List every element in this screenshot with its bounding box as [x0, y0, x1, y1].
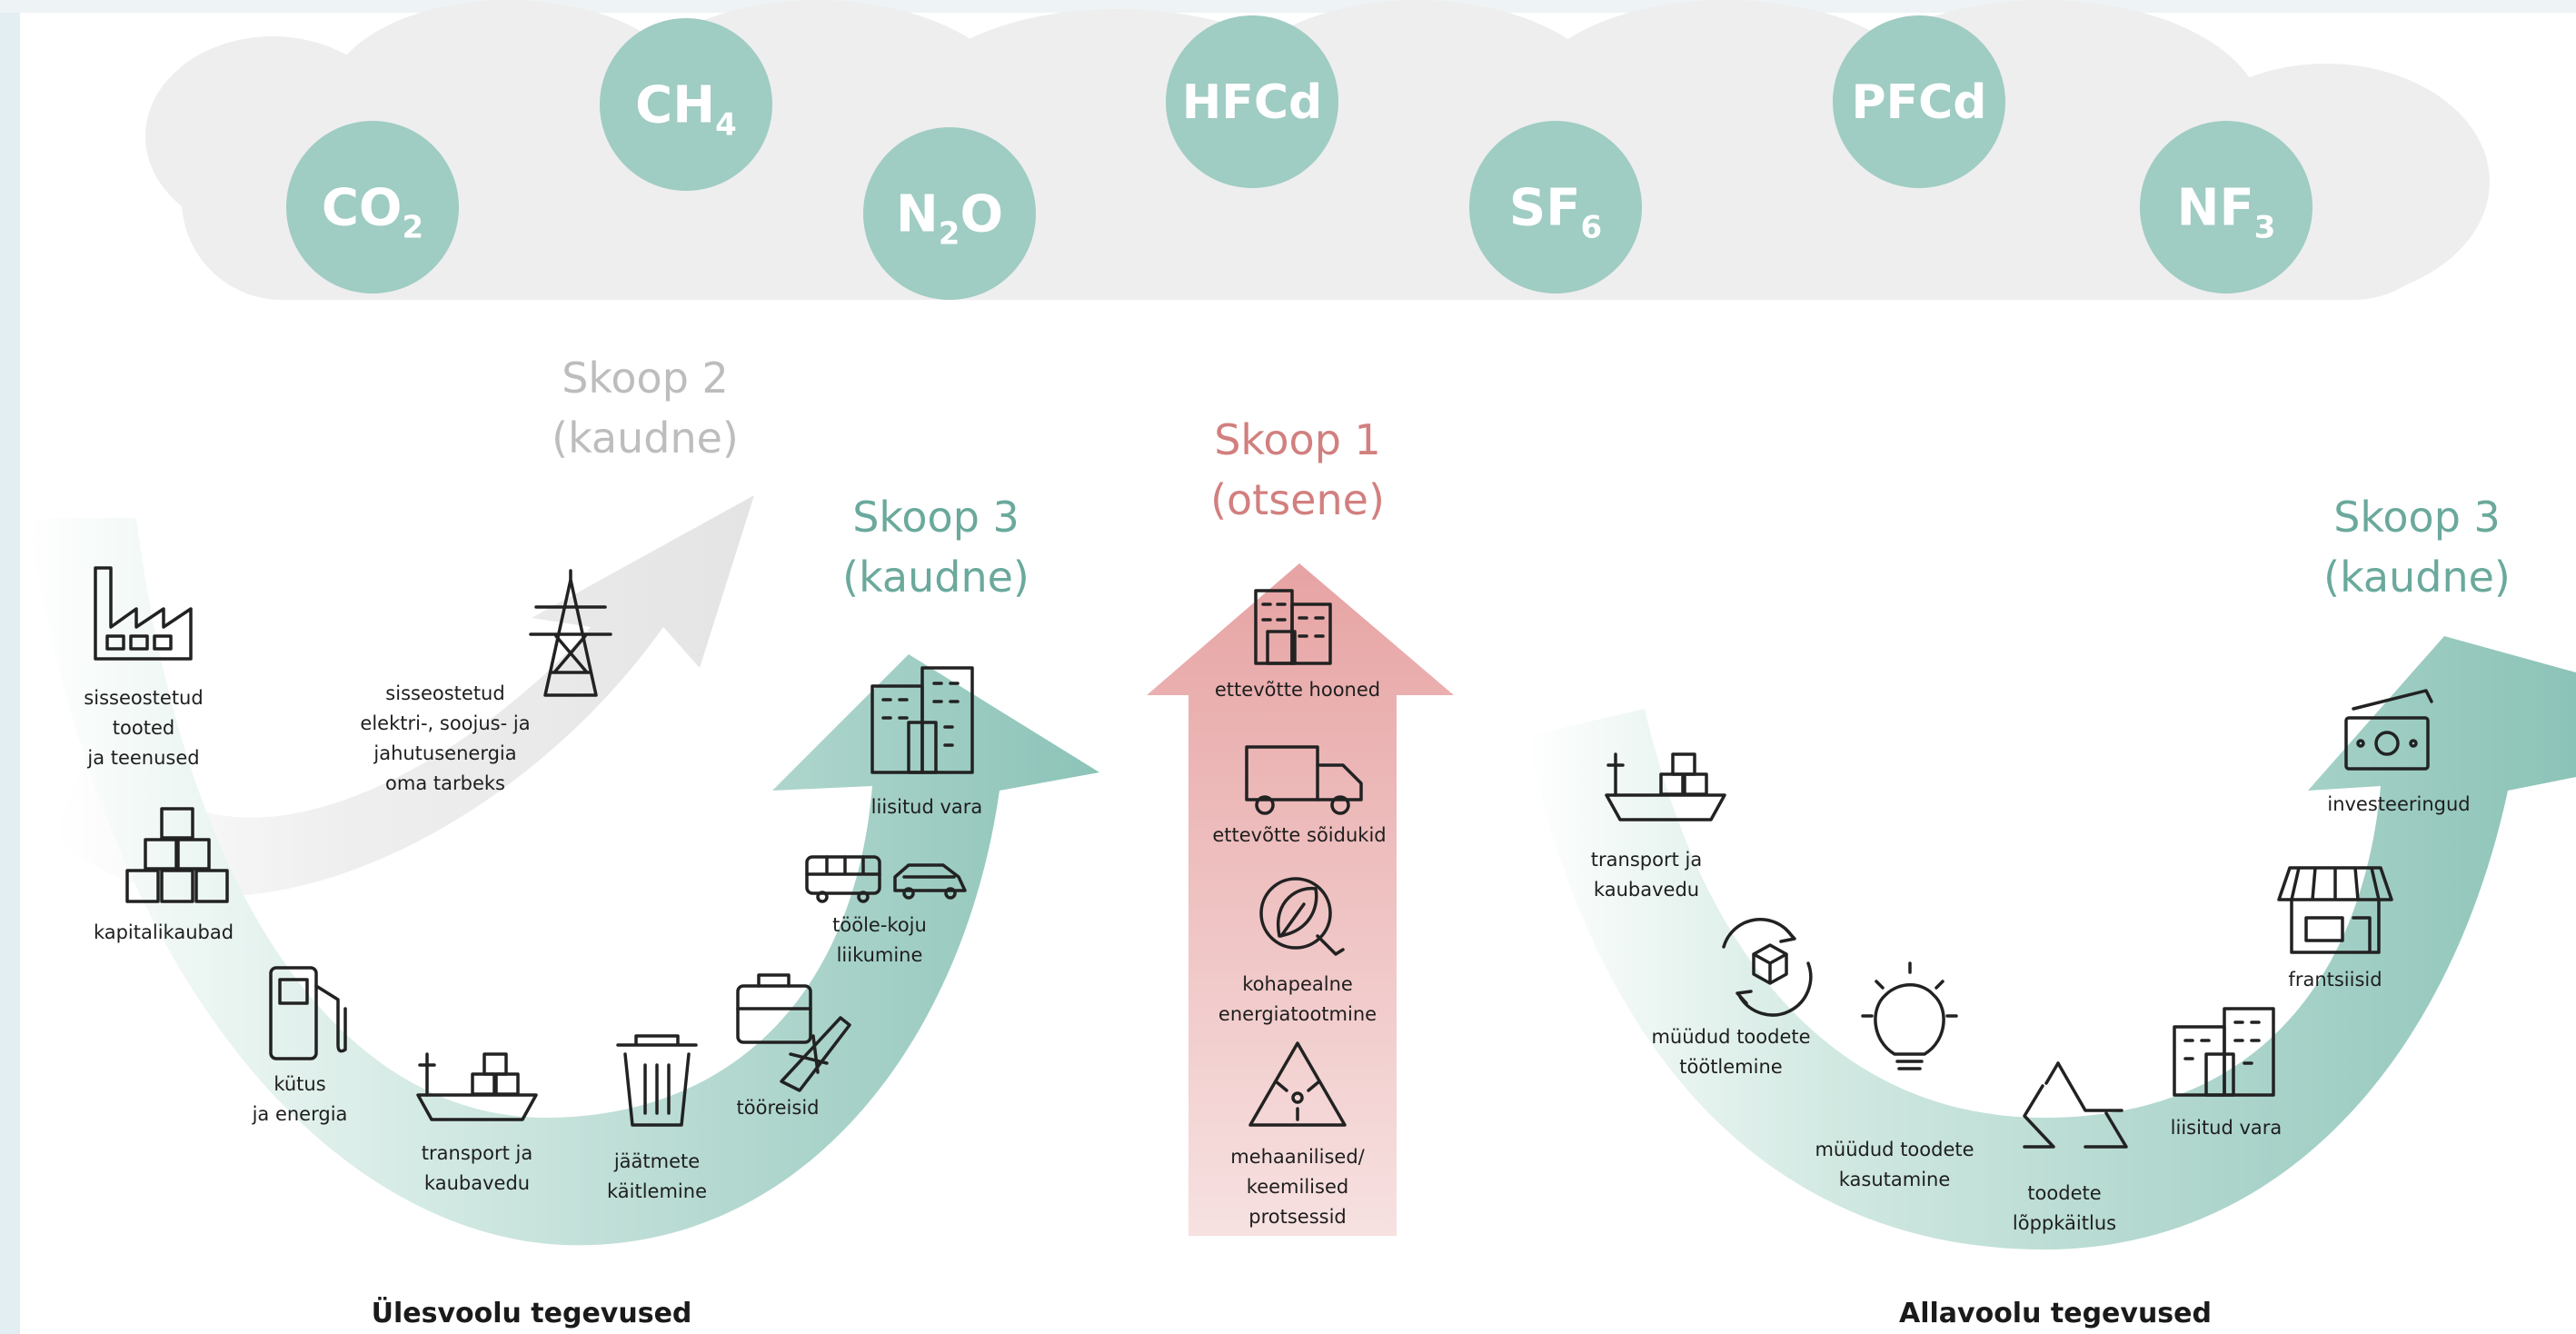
top-edge: [0, 0, 2576, 13]
scope3-upstream-label: Skoop 3 (kaudne): [842, 493, 1029, 602]
leased-buildings-icon: [870, 666, 974, 774]
gas-formula: SF6: [1509, 179, 1602, 246]
label-leased-assets-upstream: liisitud vara: [871, 796, 983, 818]
energy-leaf-icon: [1259, 877, 1345, 956]
storefront-icon: [2277, 866, 2393, 954]
left-edge: [0, 0, 20, 1334]
gas-formula: PFCd: [1851, 75, 1986, 130]
scope1-title: Skoop 1: [1214, 415, 1381, 464]
scope1-subtitle: (otsene): [1210, 475, 1385, 524]
gas-circle-shape: [1833, 15, 2005, 188]
label-business-travel: tööreisid: [737, 1097, 820, 1119]
label-company-vehicles: ettevõtte sõidukid: [1212, 824, 1386, 846]
scope1-label: Skoop 1 (otsene): [1210, 415, 1385, 524]
gas-circle: SF6: [1469, 121, 1642, 294]
gas-circle: HFCd: [1166, 15, 1338, 188]
gas-formula: HFCd: [1182, 75, 1322, 130]
downstream-footer: Allavoolu tegevused: [1899, 1298, 2212, 1329]
leased-buildings-down-icon: [2173, 1007, 2275, 1097]
scope3-up-title: Skoop 3: [852, 493, 1019, 542]
truck-icon: [1245, 745, 1363, 815]
label-leased-assets-downstream: liisitud vara: [2171, 1117, 2283, 1139]
gas-circle-shape: [1469, 121, 1642, 294]
downstream-arrow: [1527, 636, 2576, 1250]
gas-formula: N2O: [896, 185, 1003, 253]
company-buildings-icon: [1254, 589, 1332, 665]
scope3-downstream-label: Skoop 3 (kaudne): [2323, 493, 2511, 602]
trash-bin-icon: [616, 1034, 698, 1127]
power-pylon-icon: [529, 569, 612, 697]
gas-circle-shape: [600, 18, 772, 191]
fuel-pump-icon: [269, 966, 347, 1060]
cargo-ship-down-icon: [1605, 752, 1726, 821]
gas-circle-shape: [863, 127, 1036, 300]
scope2-arrow: [55, 495, 754, 897]
boxes-icon: [125, 807, 229, 903]
lightbulb-icon: [1861, 961, 1958, 1070]
label-company-buildings: ettevõtte hooned: [1215, 679, 1380, 701]
scope3-up-subtitle: (kaudne): [842, 553, 1029, 602]
label-investments: investeeringud: [2327, 793, 2470, 815]
scope2-label: Skoop 2 (kaudne): [552, 353, 739, 463]
gas-circle: CH4: [600, 18, 772, 191]
scope1-arrow: [1147, 563, 1454, 1236]
banknotes-icon: [2344, 689, 2433, 771]
scope2-title: Skoop 2: [562, 353, 729, 403]
gas-circle: NF3: [2140, 121, 2312, 294]
upstream-arrow: [27, 518, 1099, 1246]
gas-circle: N2O: [863, 127, 1036, 300]
gas-formula: CH4: [635, 76, 737, 144]
scope3-down-subtitle: (kaudne): [2323, 553, 2511, 602]
gas-circle: PFCd: [1833, 15, 2005, 188]
gas-formula: CO2: [322, 179, 423, 246]
cargo-ship-icon: [416, 1052, 538, 1121]
gas-circle-shape: [1166, 15, 1338, 188]
gas-circle-shape: [286, 121, 459, 294]
scope2-subtitle: (kaudne): [552, 413, 739, 463]
business-travel-icon: [736, 973, 851, 1092]
upstream-footer: Ülesvoolu tegevused: [372, 1296, 692, 1329]
gas-circle: CO2: [286, 121, 459, 294]
processing-cycle-icon: [1722, 917, 1813, 1017]
factory-icon: [94, 566, 193, 661]
scope3-down-title: Skoop 3: [2333, 493, 2501, 542]
gas-circle-shape: [2140, 121, 2312, 294]
commute-icon: [805, 855, 967, 903]
hazard-radiation-icon: [1248, 1041, 1347, 1127]
recycle-icon: [2023, 1061, 2128, 1149]
gas-formula: NF3: [2177, 179, 2276, 246]
label-capital-goods: kapitalikaubad: [94, 921, 234, 943]
label-franchises: frantsiisid: [2288, 969, 2382, 991]
